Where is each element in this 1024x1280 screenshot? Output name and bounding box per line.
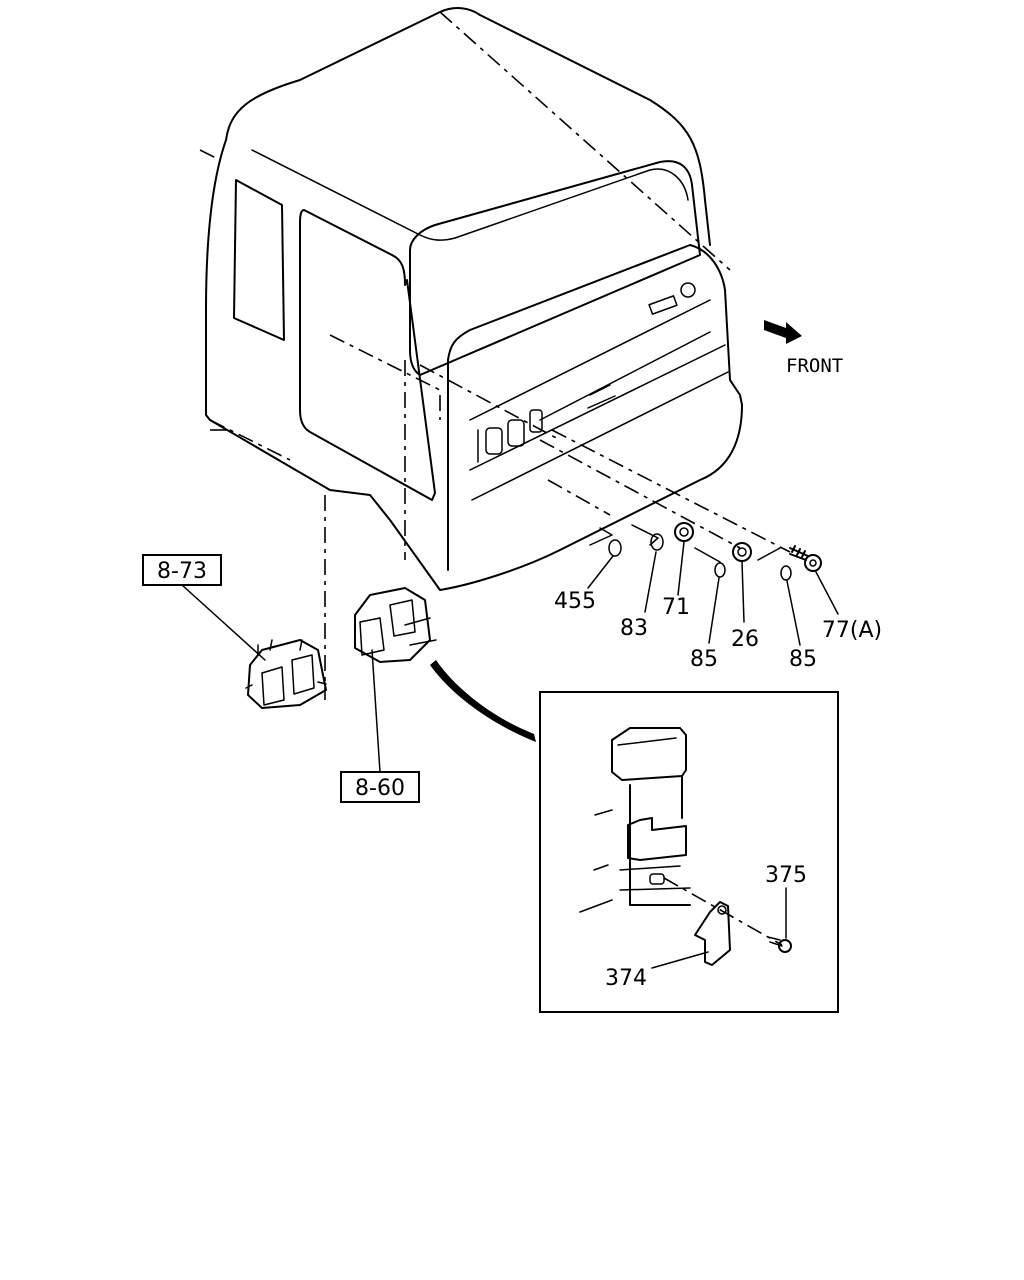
callout-labels: 455 83 71 85 26 85 77(A) (554, 589, 882, 672)
part-455-grommet (608, 539, 622, 557)
part-77a-bolt (789, 545, 822, 572)
callout-85-left: 85 (690, 647, 718, 672)
callout-26: 26 (731, 627, 759, 652)
part-26-nut (732, 542, 752, 562)
detail-pointer-arrow (430, 660, 536, 742)
part-375-screw (767, 936, 792, 953)
detail-inset-frame (539, 691, 839, 1013)
part-85-washer-b (780, 565, 792, 581)
part-71-nut (674, 522, 694, 542)
ref-label-8-73: 8-73 (157, 559, 207, 584)
part-374-clip (694, 901, 731, 966)
callout-83: 83 (620, 616, 648, 641)
callout-85-right: 85 (789, 647, 817, 672)
front-label: FRONT (786, 355, 843, 377)
detail-inset: 375 374 (539, 691, 839, 1013)
callout-71: 71 (662, 595, 690, 620)
ref-label-8-60: 8-60 (355, 776, 405, 801)
cab-body (199, 7, 743, 700)
front-direction-indicator: FRONT (764, 320, 843, 377)
callout-375: 375 (765, 863, 807, 888)
heater-unit-center (354, 587, 437, 663)
front-arrow-icon (764, 320, 802, 344)
part-85-washer-a (714, 562, 726, 578)
reference-box-8-73[interactable]: 8-73 (142, 554, 222, 586)
heater-unit-left (245, 639, 327, 709)
fastener-explosion (419, 364, 839, 646)
part-83-grommet (650, 533, 664, 551)
reference-box-8-60[interactable]: 8-60 (340, 771, 420, 803)
callout-455: 455 (554, 589, 596, 614)
callout-374: 374 (605, 966, 647, 991)
callout-77a: 77(A) (822, 618, 882, 643)
